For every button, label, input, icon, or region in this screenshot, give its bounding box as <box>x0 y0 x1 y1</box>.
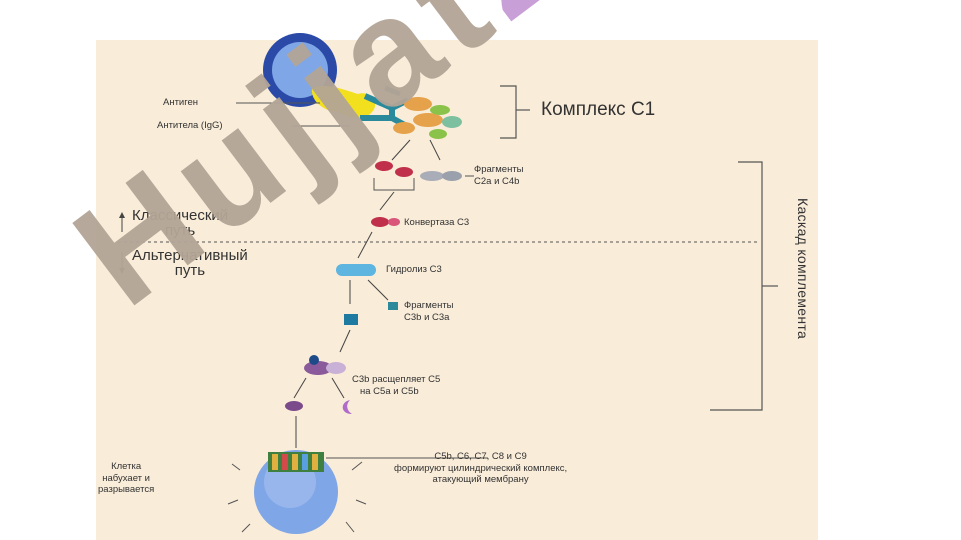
arrow <box>391 139 411 161</box>
hydrolysis-c3-shape <box>336 264 376 276</box>
antigen-label: Антиген <box>163 97 199 108</box>
fragment-c2a <box>420 171 444 181</box>
hydrolysis-c3-label: Гидролиз С3 <box>386 264 442 275</box>
cascade-bracket <box>710 161 763 411</box>
membrane-attack-complex <box>268 452 324 472</box>
c3b-fragment <box>344 314 358 325</box>
c3b-splits-c5-label: С3b расщепляет С5 на С5а и С5b <box>352 374 441 397</box>
cascade-label: Каскад комплемента <box>795 198 811 340</box>
classical-pathway-label: Классический путь <box>132 207 229 239</box>
fragments-c2a-c4b-label: Фрагменты С2а и С4b <box>474 164 524 187</box>
pathogen-cell-inner <box>272 42 328 98</box>
mac-description-label: С5b, С6, С7, С8 и С9 формируют цилиндрич… <box>394 451 568 485</box>
complex-c1-label: Комплекс С1 <box>541 99 656 120</box>
antigen-shape <box>311 85 376 119</box>
convertase-c3-label: Конвертаза С3 <box>404 217 470 228</box>
fragments-c3b-c3a-label: Фрагменты С3b и С3а <box>404 300 454 323</box>
c5a-fragment <box>342 400 352 414</box>
cell-swells-label: Клетка набухает и разрывается <box>98 461 155 495</box>
c5b-fragment <box>285 401 303 411</box>
c1-complex <box>360 85 462 139</box>
convertase-c3-shape <box>371 217 389 227</box>
c5-convertase <box>304 361 332 375</box>
fragment-c4 <box>375 161 393 171</box>
alternative-pathway-label: Альтернативный путь <box>132 247 248 279</box>
c1-bracket <box>500 85 517 139</box>
antibody-label: Антитела (IgG) <box>157 120 223 131</box>
